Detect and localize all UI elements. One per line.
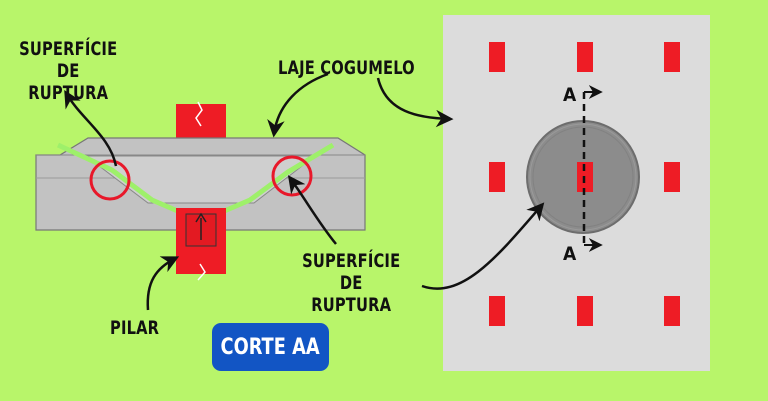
- arrow-rupture-to-plan: [421, 202, 545, 290]
- rupture-crack-right: [221, 142, 335, 215]
- arrow-rupture-bottom-left: [287, 175, 337, 245]
- column-arrow-head: [195, 212, 207, 223]
- rupture-circle-right: [271, 155, 313, 197]
- rupture-circle-left: [89, 159, 131, 201]
- break-line-top: [195, 101, 203, 127]
- corte-aa-label: CORTE AA: [220, 334, 321, 360]
- plan-pillar: [664, 42, 680, 72]
- section-view: [35, 101, 366, 281]
- label-rupture-top-left: SUPERFÍCIE DE RUPTURA: [19, 38, 118, 104]
- arrow-rupture-left: [64, 89, 118, 167]
- arrow-laje-cogumelo: [267, 72, 329, 138]
- section-mark-top: A: [563, 84, 577, 106]
- plan-pillar: [489, 296, 505, 326]
- arrow-pillar: [146, 256, 180, 311]
- plan-pillar: [577, 296, 593, 326]
- plan-pillar: [577, 42, 593, 72]
- arrow-to-plan: [376, 77, 454, 128]
- plan-pillar: [489, 42, 505, 72]
- plan-pillar: [664, 296, 680, 326]
- label-pillar: PILAR: [110, 317, 160, 339]
- plan-pillar: [664, 162, 680, 192]
- break-line-bottom: [197, 263, 206, 281]
- label-mushroom-slab: LAJE COGUMELO: [278, 57, 415, 79]
- label-rupture-bottom: SUPERFÍCIE DE RUPTURA: [302, 250, 401, 316]
- plan-pillar: [489, 162, 505, 192]
- leader-arrows: [64, 72, 545, 311]
- corte-aa-button[interactable]: CORTE AA: [212, 323, 329, 371]
- rupture-crack-left: [56, 142, 181, 215]
- plan-view: [443, 15, 710, 371]
- section-mark-bottom: A: [563, 243, 577, 265]
